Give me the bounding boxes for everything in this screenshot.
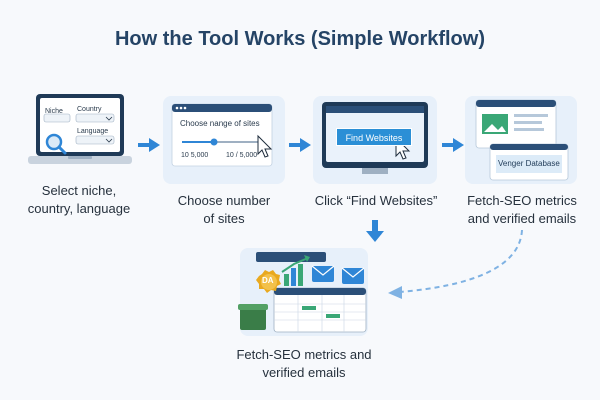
final-caption-line-1: Fetch-SEO metrics and <box>236 347 372 362</box>
slider-heading: Choose nange of sites <box>180 119 260 128</box>
step-2-caption-line-2: of sites <box>203 211 245 226</box>
magnifier-icon <box>45 133 63 151</box>
database-windows-illustration <box>475 99 569 181</box>
step-1-caption-line-2: country, language <box>27 201 131 216</box>
slider-max-value: 10 / 5,000 <box>226 152 258 159</box>
step-3-caption-line-1: Click “Find Websites” <box>314 193 438 208</box>
image-icon <box>484 124 506 132</box>
step-1-caption-line-1: Select niche, <box>41 183 117 198</box>
language-label: Language <box>77 128 109 135</box>
database-label: Venger Database <box>498 159 560 168</box>
dashboard-illustration <box>238 252 367 333</box>
page-title: How the Tool Works (Simple Workflow) <box>114 28 485 50</box>
bar-chart-icon <box>281 255 310 286</box>
step-4-caption-line-2: and verified emails <box>467 211 577 226</box>
cursor-icon <box>257 134 273 158</box>
step-2-caption-line-1: Choose number <box>177 193 271 208</box>
country-label: Country <box>77 106 102 113</box>
niche-label: Niche <box>45 108 63 115</box>
step-4-caption-line-1: Fetch-SEO metrics <box>467 193 577 208</box>
slider-window-illustration <box>171 103 273 167</box>
da-badge-label: DA <box>262 276 274 285</box>
folder-icon <box>240 308 266 330</box>
da-badge-icon <box>256 270 281 293</box>
find-websites-button[interactable]: Find Websites <box>336 128 412 146</box>
slider-min-value: 10 5,000 <box>181 152 209 159</box>
final-caption-line-2: verified emails <box>262 365 346 380</box>
laptop-form-illustration <box>28 94 132 164</box>
